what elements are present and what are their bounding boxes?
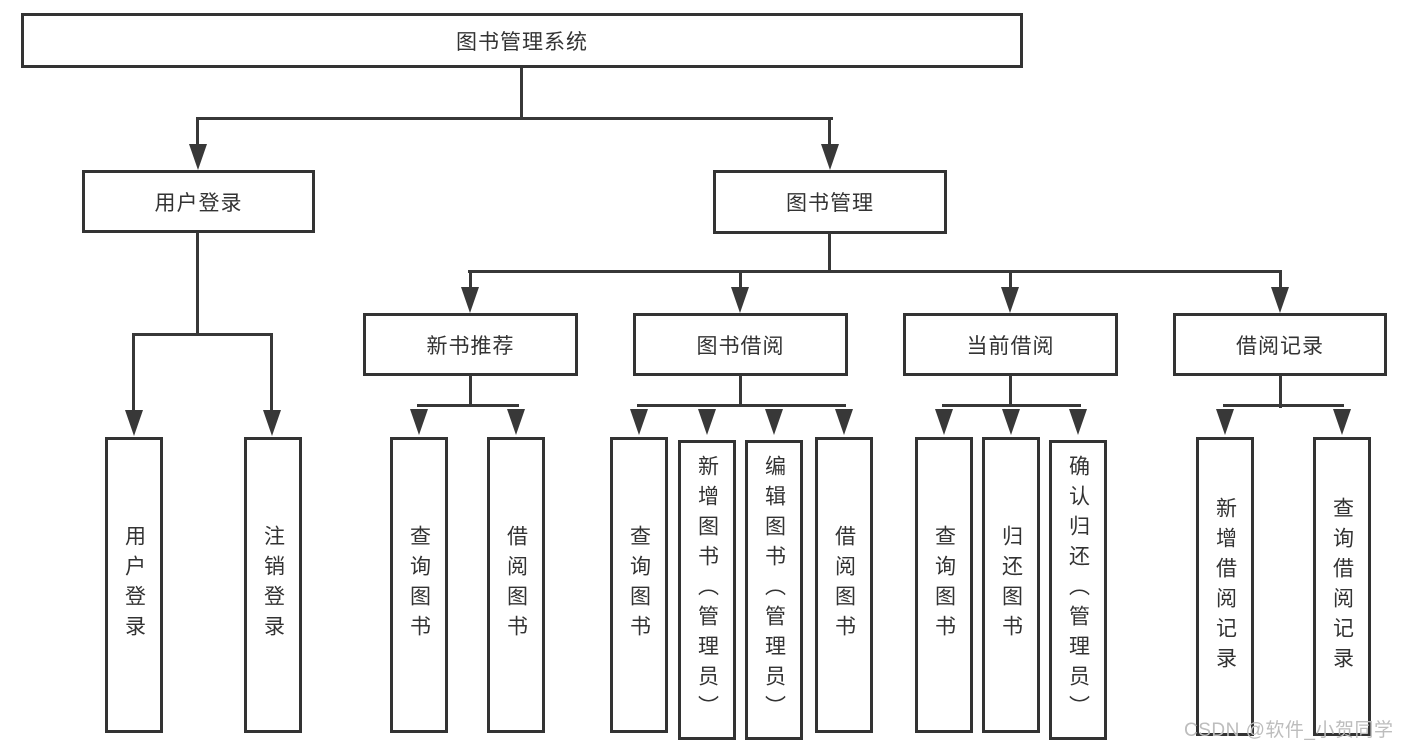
arrow-to-cb-confirm-icon bbox=[1069, 409, 1087, 435]
connector-bm-drop-3 bbox=[1009, 272, 1012, 290]
leaf-cb-query: 查询图书 bbox=[915, 437, 973, 733]
csdn-watermark: CSDN @软件_小贺同学 bbox=[1184, 720, 1394, 741]
leaf-ul-logout: 注销登录 bbox=[244, 437, 302, 733]
connector-book-mgmt-crossbar bbox=[468, 270, 1282, 273]
leaf-cb-confirm: 确认归还（管理员） bbox=[1049, 440, 1107, 740]
arrow-to-br-query-icon bbox=[1333, 409, 1351, 435]
connector-borrow-records-crossbar bbox=[1223, 404, 1344, 407]
arrow-to-bb-add-icon bbox=[698, 409, 716, 435]
leaf-cb-return: 归还图书 bbox=[982, 437, 1040, 733]
leaf-ul-login: 用户登录 bbox=[105, 437, 163, 733]
node-book-mgmt: 图书管理 bbox=[713, 170, 947, 234]
arrow-to-cb-query-icon bbox=[935, 409, 953, 435]
node-book-borrow-label: 图书借阅 bbox=[696, 334, 785, 358]
connector-root-left-drop bbox=[196, 119, 199, 149]
leaf-br-query-label: 查询借阅记录 bbox=[1330, 496, 1354, 677]
connector-ul-right-drop bbox=[270, 335, 273, 413]
arrow-to-ul-login-icon bbox=[125, 410, 143, 436]
leaf-nb-query-label: 查询图书 bbox=[407, 525, 431, 645]
leaf-bb-add: 新增图书（管理员） bbox=[678, 440, 736, 740]
connector-current-borrow-crossbar bbox=[942, 404, 1081, 407]
arrow-to-user-login-icon bbox=[189, 144, 207, 170]
arrow-to-book-mgmt-icon bbox=[821, 144, 839, 170]
leaf-nb-borrow: 借阅图书 bbox=[487, 437, 545, 733]
leaf-bb-borrow: 借阅图书 bbox=[815, 437, 873, 733]
connector-current-borrow-stem bbox=[1009, 375, 1012, 407]
leaf-ul-login-label: 用户登录 bbox=[122, 525, 146, 645]
leaf-bb-query: 查询图书 bbox=[610, 437, 668, 733]
leaf-cb-confirm-label: 确认归还（管理员） bbox=[1066, 455, 1090, 725]
leaf-nb-borrow-label: 借阅图书 bbox=[504, 525, 528, 645]
node-borrow-records: 借阅记录 bbox=[1173, 313, 1387, 376]
node-new-books: 新书推荐 bbox=[363, 313, 578, 376]
connector-root-stem bbox=[520, 68, 523, 120]
connector-root-right-drop bbox=[828, 119, 831, 149]
connector-bm-drop-2 bbox=[739, 272, 742, 290]
arrow-to-ul-logout-icon bbox=[263, 410, 281, 436]
leaf-nb-query: 查询图书 bbox=[390, 437, 448, 733]
arrow-to-nb-borrow-icon bbox=[507, 409, 525, 435]
connector-ul-left-drop bbox=[132, 335, 135, 413]
node-current-borrow: 当前借阅 bbox=[903, 313, 1118, 376]
leaf-ul-logout-label: 注销登录 bbox=[261, 525, 285, 645]
leaf-bb-query-label: 查询图书 bbox=[627, 525, 651, 645]
arrow-to-new-books-icon bbox=[461, 287, 479, 313]
connector-new-books-crossbar bbox=[417, 404, 519, 407]
connector-user-login-stem bbox=[196, 232, 199, 336]
leaf-bb-borrow-label: 借阅图书 bbox=[832, 525, 856, 645]
leaf-bb-edit-label: 编辑图书（管理员） bbox=[762, 455, 786, 725]
node-user-login: 用户登录 bbox=[82, 170, 315, 233]
node-book-borrow: 图书借阅 bbox=[633, 313, 848, 376]
node-current-borrow-label: 当前借阅 bbox=[966, 334, 1055, 358]
arrow-to-current-borrow-icon bbox=[1001, 287, 1019, 313]
connector-root-crossbar bbox=[196, 117, 833, 120]
connector-book-mgmt-stem bbox=[828, 233, 831, 273]
leaf-bb-edit: 编辑图书（管理员） bbox=[745, 440, 803, 740]
leaf-bb-add-label: 新增图书（管理员） bbox=[695, 455, 719, 725]
connector-borrow-records-stem bbox=[1279, 375, 1282, 408]
node-borrow-records-label: 借阅记录 bbox=[1236, 334, 1324, 358]
arrow-to-borrow-records-icon bbox=[1271, 287, 1289, 313]
arrow-to-bb-query-icon bbox=[630, 409, 648, 435]
connector-new-books-stem bbox=[469, 375, 472, 407]
arrow-to-nb-query-icon bbox=[410, 409, 428, 435]
leaf-cb-return-label: 归还图书 bbox=[999, 525, 1023, 645]
connector-user-login-crossbar bbox=[132, 333, 273, 336]
arrow-to-br-add-icon bbox=[1216, 409, 1234, 435]
connector-bm-drop-1 bbox=[469, 272, 472, 290]
connector-book-borrow-crossbar bbox=[637, 404, 846, 407]
node-user-login-label: 用户登录 bbox=[154, 191, 243, 215]
arrow-to-cb-return-icon bbox=[1002, 409, 1020, 435]
leaf-br-add-label: 新增借阅记录 bbox=[1213, 496, 1237, 677]
leaf-cb-query-label: 查询图书 bbox=[932, 525, 956, 645]
leaf-br-add: 新增借阅记录 bbox=[1196, 437, 1254, 736]
arrow-to-bb-borrow-icon bbox=[835, 409, 853, 435]
node-root-label: 图书管理系统 bbox=[456, 30, 588, 54]
arrow-to-book-borrow-icon bbox=[731, 287, 749, 313]
node-new-books-label: 新书推荐 bbox=[426, 334, 515, 358]
node-root: 图书管理系统 bbox=[21, 13, 1023, 68]
connector-bm-drop-4 bbox=[1279, 272, 1282, 290]
node-book-mgmt-label: 图书管理 bbox=[786, 192, 874, 215]
arrow-to-bb-edit-icon bbox=[765, 409, 783, 435]
leaf-br-query: 查询借阅记录 bbox=[1313, 437, 1371, 736]
connector-book-borrow-stem bbox=[739, 375, 742, 407]
